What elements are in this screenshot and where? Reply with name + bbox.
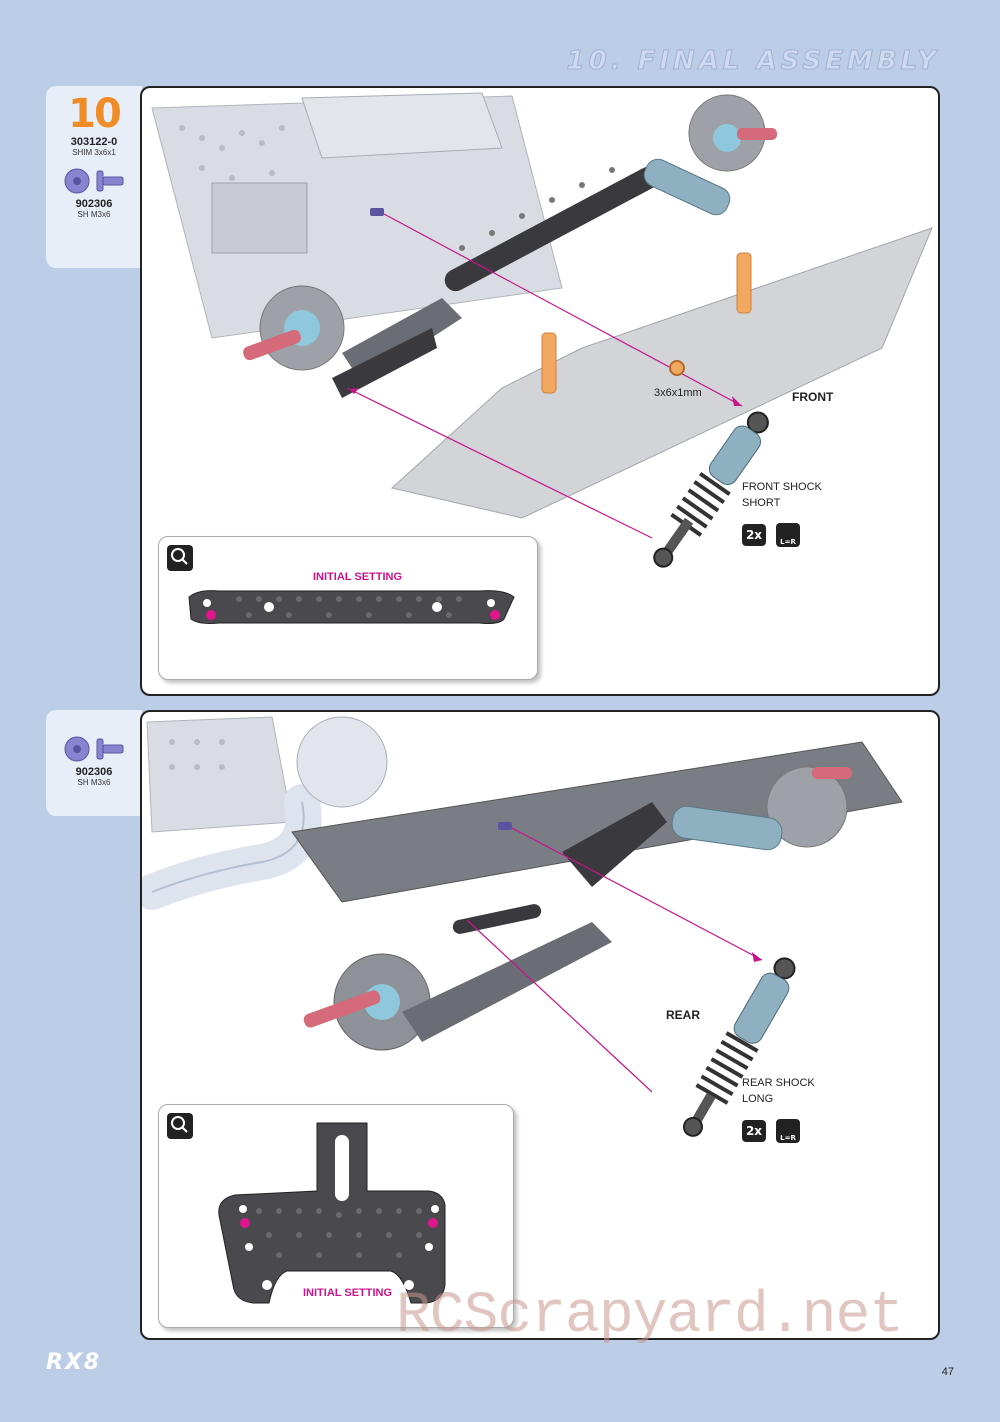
axle-rear-right <box>812 767 852 779</box>
radio-box <box>301 92 503 159</box>
magnifier-icon <box>167 1113 193 1139</box>
part-code: 902306 <box>75 766 113 778</box>
part-desc: SH M3x6 <box>77 778 111 787</box>
camber-link <box>452 904 542 934</box>
part-desc: SH M3x6 <box>77 210 111 219</box>
magnifier-icon <box>167 545 193 571</box>
detail-label: INITIAL SETTING <box>313 571 403 583</box>
direction-label: FRONT <box>792 390 834 404</box>
quantity-badge: 2x <box>742 524 766 546</box>
parts-tab-step2: 902306 SH M3x6 <box>46 710 142 816</box>
rear-shock-tower-detail <box>218 1122 446 1304</box>
screw-icon <box>64 168 124 194</box>
installed-shock <box>643 158 731 216</box>
left-right-icon: L=R <box>776 1119 800 1143</box>
left-right-icon: L=R <box>776 523 800 547</box>
installed-shock <box>671 805 783 851</box>
part-code: 902306 <box>75 198 113 210</box>
detail-box-step2: INITIAL SETTING <box>158 1104 514 1328</box>
part-code: 303122-0 <box>70 136 118 148</box>
guide-line <box>466 919 653 1093</box>
step1-illustration-panel: 3x6x1mm FRONT FRONT SHOCK SHORT 2x L=R I… <box>140 86 940 696</box>
rear-shock-tower <box>562 802 667 887</box>
body-post <box>541 332 557 394</box>
engine-head <box>296 716 388 808</box>
chassis-plate <box>146 716 293 833</box>
guide-line <box>346 387 653 539</box>
detail-label: INITIAL SETTING <box>303 1287 393 1299</box>
shock-label-line1: REAR SHOCK <box>742 1077 815 1089</box>
brand-logo: RX8 <box>46 1350 102 1375</box>
page-number: 47 <box>941 1366 954 1378</box>
axle-rear <box>303 990 381 1028</box>
detail-box-step1: INITIAL SETTING <box>158 536 538 680</box>
hub-rear-right <box>766 766 848 848</box>
rear-shock <box>683 957 796 1137</box>
front-assembly-illustration <box>151 92 933 568</box>
axle-right <box>737 128 777 140</box>
part-desc: SHIM 3x6x1 <box>72 148 116 157</box>
shim-label: 3x6x1mm <box>654 387 702 399</box>
parts-tab-step1: 10 303122-0 SHIM 3x6x1 902306 SH M3x6 <box>46 86 142 268</box>
front-shock-tower-detail <box>188 590 515 624</box>
guide-line <box>511 827 763 961</box>
shock-tower-holes <box>459 167 615 251</box>
lower-bracket <box>332 328 437 398</box>
front-shock <box>653 411 769 568</box>
screw-icon <box>64 736 124 762</box>
servo <box>211 182 308 254</box>
quantity-badge: 2x <box>742 1120 766 1142</box>
mount-screw <box>498 822 512 830</box>
shim <box>669 360 685 376</box>
step-number: 10 <box>68 91 122 137</box>
section-title: 10. FINAL ASSEMBLY <box>566 46 940 77</box>
front-bumper-plate <box>390 227 933 519</box>
chassis-holes <box>179 125 285 181</box>
upper-deck <box>291 741 903 903</box>
mount-screw <box>370 208 384 216</box>
rear-arm <box>402 922 612 1042</box>
guide-line <box>383 213 743 407</box>
shock-label-line2: SHORT <box>742 497 781 509</box>
rear-assembly-illustration <box>142 716 903 1137</box>
shock-label-line2: LONG <box>742 1093 774 1105</box>
chassis-holes <box>169 739 225 770</box>
shock-label-line1: FRONT SHOCK <box>742 481 822 493</box>
direction-label: REAR <box>666 1008 701 1022</box>
axle-left <box>243 329 301 361</box>
step2-illustration-panel: REAR REAR SHOCK LONG 2x L=R <box>140 710 940 1340</box>
shock-tower <box>444 166 660 292</box>
body-post <box>736 252 752 314</box>
watermark: RCScrapyard.net <box>396 1284 904 1349</box>
